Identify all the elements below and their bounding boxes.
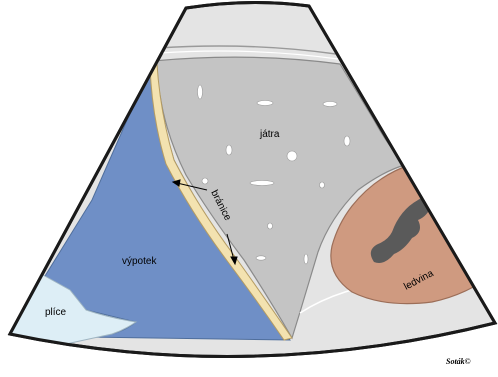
liver-vessel xyxy=(344,136,350,146)
liver-vessel xyxy=(202,178,208,184)
liver-vessel xyxy=(268,223,273,229)
liver-vessel xyxy=(323,102,337,107)
liver-vessel xyxy=(304,254,308,264)
liver-vessel xyxy=(226,145,232,155)
liver-vessel xyxy=(257,101,273,106)
label-liver: játra xyxy=(259,129,280,140)
label-lung: plíce xyxy=(45,307,67,318)
liver-vessel xyxy=(198,85,203,99)
author-signature: Soták© xyxy=(446,357,471,366)
liver-vessel xyxy=(287,151,297,161)
label-effusion: výpotek xyxy=(122,256,157,267)
liver-vessel xyxy=(320,182,325,188)
liver-vessel xyxy=(256,256,266,260)
liver-vessel xyxy=(250,181,274,186)
